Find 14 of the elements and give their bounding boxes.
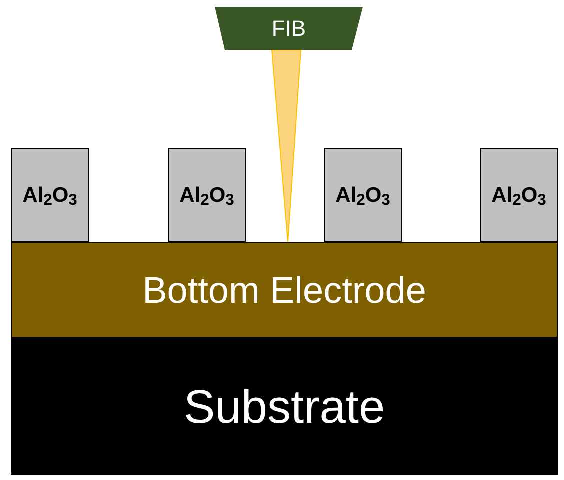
layer-label: Substrate	[184, 383, 386, 430]
ion-source-trapezoid	[215, 7, 363, 50]
pillar-label: Al$_{2}$O$_{3}$	[180, 184, 234, 206]
pillar-label: Al$_{2}$O$_{3}$	[492, 184, 546, 206]
oxide-pillar	[11, 148, 89, 242]
electrode-layer	[11, 242, 558, 338]
source-label: FIB	[272, 18, 306, 40]
pillar-label: Al$_{2}$O$_{3}$	[336, 184, 390, 206]
oxide-pillar	[480, 148, 558, 242]
pillar-label: Al$_{2}$O$_{3}$	[22, 184, 78, 206]
oxide-pillar	[324, 148, 402, 242]
oxide-pillar	[168, 148, 246, 242]
substrate-layer	[11, 338, 558, 475]
layer-label: Bottom Electrode	[142, 272, 426, 308]
